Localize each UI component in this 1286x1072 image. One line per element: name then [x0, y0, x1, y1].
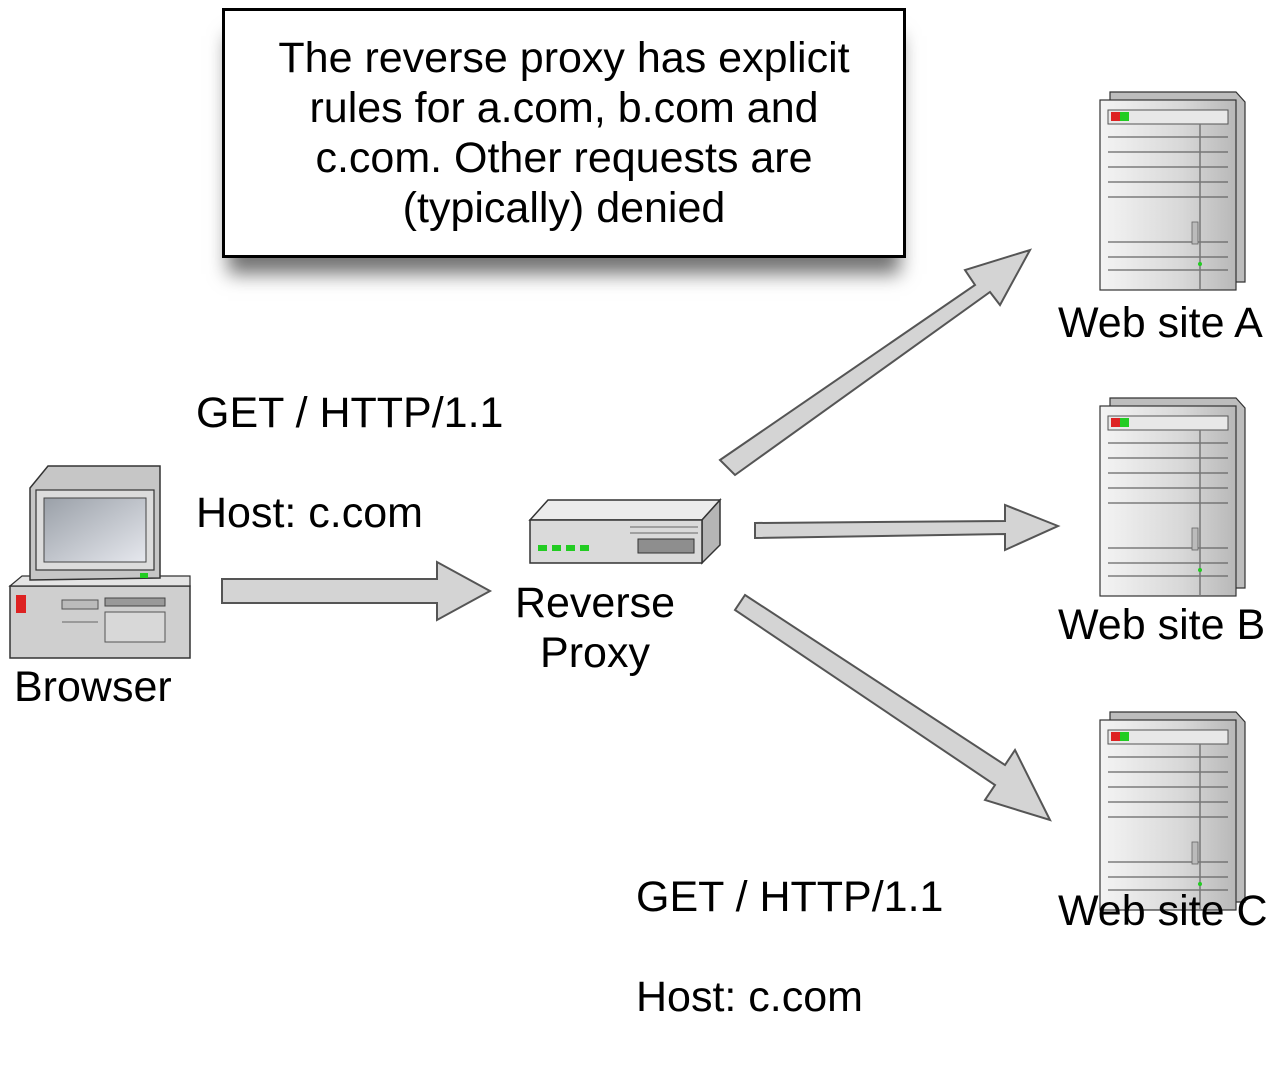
- arrow-proxy-to-site-a: [718, 248, 1033, 477]
- request-label-bottom: GET / HTTP/1.1 Host: c.com: [636, 822, 943, 1072]
- request-line: GET / HTTP/1.1: [196, 389, 504, 437]
- desktop-computer-icon: [8, 465, 191, 659]
- annotation-text: The reverse proxy has explicit rules for…: [278, 34, 850, 232]
- request-label-top: GET / HTTP/1.1 Host: c.com: [196, 338, 503, 588]
- site-b-label: Web site B: [1058, 601, 1266, 649]
- browser-label: Browser: [14, 663, 172, 711]
- request-line: GET / HTTP/1.1: [636, 873, 944, 921]
- host-header: Host: c.com: [636, 973, 863, 1021]
- proxy-label: Reverse Proxy: [514, 579, 676, 677]
- site-c-label: Web site C: [1058, 887, 1268, 935]
- diagram-canvas: [8, 91, 1246, 911]
- server-b-icon: [1099, 397, 1246, 597]
- arrow-proxy-to-site-c: [733, 593, 1052, 822]
- arrow-browser-to-proxy: [221, 560, 493, 622]
- network-appliance-icon: [528, 498, 722, 565]
- annotation-box: The reverse proxy has explicit rules for…: [222, 8, 906, 258]
- server-a-icon: [1099, 91, 1246, 291]
- host-header: Host: c.com: [196, 489, 423, 537]
- arrow-proxy-to-site-b: [754, 503, 1061, 552]
- server-c-icon: [1099, 711, 1246, 911]
- site-a-label: Web site A: [1058, 299, 1263, 347]
